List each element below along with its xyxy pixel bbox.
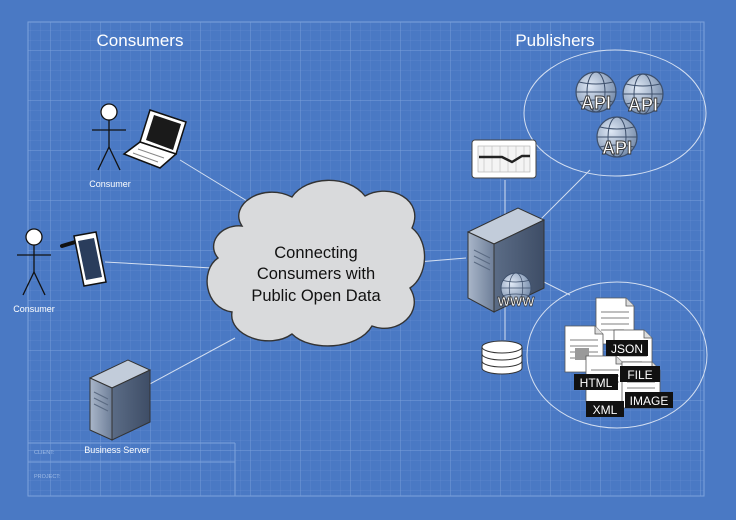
grid-border (27, 21, 705, 497)
html-label: HTML (580, 376, 613, 390)
cloud-text-line-2: Consumers with (257, 265, 375, 283)
laptop-icon (122, 109, 187, 169)
file-tag (620, 366, 660, 382)
business-server-label: Business Server (84, 445, 150, 455)
report-chart-icon (471, 139, 537, 179)
consumer-tablet-label: Consumer (13, 304, 55, 314)
business-server-icon (88, 359, 152, 441)
json-label: JSON (611, 342, 643, 356)
tablet-icon (60, 231, 107, 287)
consumers-heading: Consumers (97, 31, 184, 50)
files-group-ellipse (526, 281, 708, 429)
stick-figure-icon-1 (92, 103, 126, 171)
xml-label: XML (593, 403, 618, 417)
file-label: FILE (627, 368, 652, 382)
files-cluster: JSON HTML FILE IMAGE XML (564, 297, 673, 417)
project-label: PROJECT: (34, 474, 61, 480)
www-globe-icon: WWW (497, 272, 536, 309)
api-globe-1: API (575, 71, 617, 113)
cloud-shape (206, 179, 426, 347)
client-label: CLIENT: (34, 450, 55, 456)
title-block: CLIENT: PROJECT: (28, 442, 236, 496)
xml-tag (586, 401, 624, 417)
api-label-2: API (628, 95, 658, 115)
consumer-laptop-label: Consumer (89, 179, 131, 189)
html-tag (574, 374, 618, 390)
publishers-heading: Publishers (515, 31, 594, 50)
api-group-ellipse (523, 49, 707, 177)
connector-webserver-apis (539, 169, 591, 221)
cloud-text-line-3: Public Open Data (251, 287, 381, 305)
api-label-3: API (602, 138, 632, 158)
connector-server-cloud (147, 337, 236, 386)
image-tag (625, 392, 673, 408)
cloud-text-line-1: Connecting (274, 244, 357, 262)
connector-tablet-cloud (104, 261, 213, 269)
api-globe-2: API (622, 73, 664, 115)
api-label-1: API (581, 93, 611, 113)
image-label: IMAGE (630, 394, 669, 408)
connector-cloud-webserver (417, 257, 467, 263)
database-icon (481, 340, 523, 375)
document-icon-left (564, 325, 604, 373)
stick-figure-icon-2 (17, 228, 51, 296)
www-label: WWW (498, 294, 536, 309)
json-tag (606, 340, 648, 356)
api-globe-3: API (596, 116, 638, 158)
connector-webserver-files (539, 279, 571, 296)
